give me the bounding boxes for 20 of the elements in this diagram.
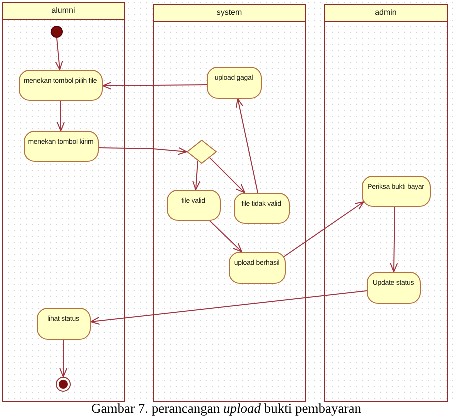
swimlane	[2, 2, 125, 402]
flow-arrow	[102, 82, 208, 90]
lane-header: admin	[325, 5, 447, 22]
flow-arrow	[236, 98, 258, 194]
flow-arrow	[90, 290, 368, 326]
flow-arrow	[57, 100, 65, 132]
flow-arrow	[98, 147, 188, 156]
swimlane	[153, 4, 306, 402]
caption: Gambar 7. perancangan upload bukti pembayaran	[92, 402, 362, 416]
flow-arrow	[390, 206, 398, 272]
flow-arrow	[210, 220, 242, 252]
decision-diamond	[186, 140, 216, 164]
flow-arrow	[60, 340, 68, 378]
flow-arrow	[55, 38, 64, 70]
lane-header: system	[154, 5, 305, 22]
swimlane	[324, 4, 448, 402]
lane-header: alumni	[3, 3, 124, 20]
flow-arrow	[192, 160, 201, 190]
flow-arrow	[210, 158, 246, 194]
flow-arrow	[284, 202, 364, 258]
